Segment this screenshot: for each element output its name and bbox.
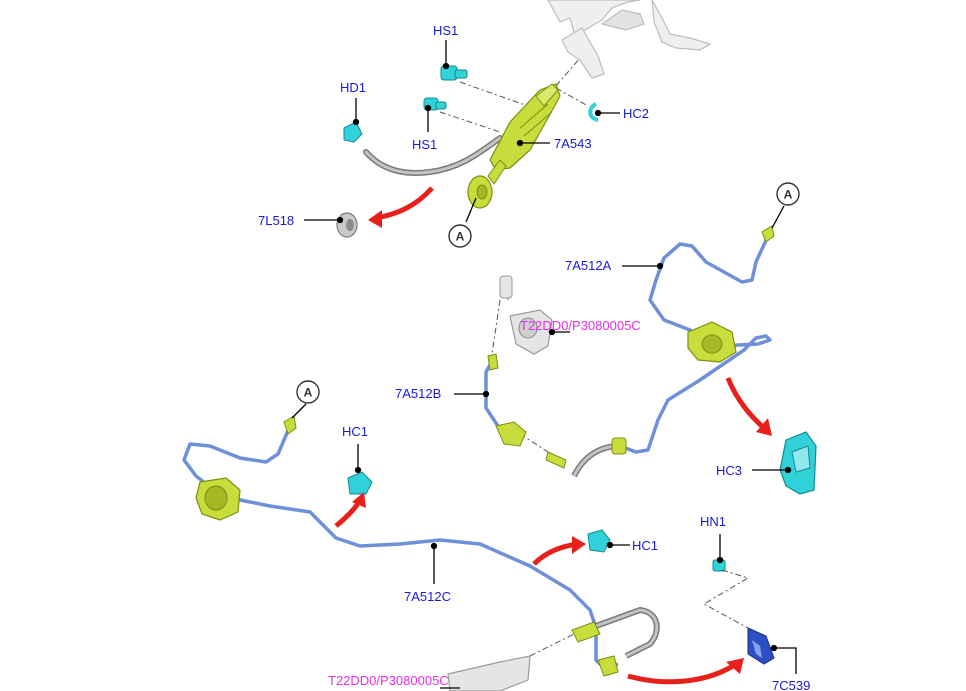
label-hc3: HC3	[716, 463, 742, 478]
label-7l518: 7L518	[258, 213, 294, 228]
reference-marker-a-top: A	[448, 224, 472, 248]
label-7a512c: 7A512C	[404, 589, 451, 604]
hs1-bolt-top	[440, 65, 468, 81]
label-7c539: 7C539	[772, 678, 810, 691]
label-hc1-left: HC1	[342, 424, 368, 439]
reference-marker-a-left: A	[296, 380, 320, 404]
hc2-clip	[588, 102, 599, 122]
svg-text:A: A	[304, 386, 313, 400]
label-hc1-mid: HC1	[632, 538, 658, 553]
hc1-clip-mid	[587, 529, 611, 553]
label-hn1: HN1	[700, 514, 726, 529]
label-hc2: HC2	[623, 106, 649, 121]
reference-marker-a-right: A	[776, 182, 800, 206]
pedal-bracket-assembly	[547, 0, 712, 79]
leader-lines	[291, 40, 797, 689]
label-hs1-mid: HS1	[412, 137, 437, 152]
label-7a512b: 7A512B	[395, 386, 441, 401]
pipe-group-lower	[182, 415, 775, 691]
pipe-group-right	[484, 225, 817, 495]
part-labels: HS1 HD1 HS1 HC2 7A543 7L518 7A512A 7A512…	[258, 23, 810, 691]
label-7a543: 7A543	[554, 136, 592, 151]
illustration-code-lower: T22DD0/P3080005C	[328, 673, 449, 688]
illustration-codes: T22DD0/P3080005C T22DD0/P3080005C	[328, 318, 641, 688]
label-hs1-top: HS1	[433, 23, 458, 38]
illustration-code-upper: T22DD0/P3080005C	[520, 318, 641, 333]
hc1-clip-left	[347, 471, 373, 495]
label-hd1: HD1	[340, 80, 366, 95]
label-7a512a: 7A512A	[565, 258, 612, 273]
svg-text:A: A	[456, 230, 465, 244]
master-cylinder-group	[336, 57, 599, 238]
7c539-bracket	[747, 627, 775, 665]
svg-text:A: A	[784, 188, 793, 202]
